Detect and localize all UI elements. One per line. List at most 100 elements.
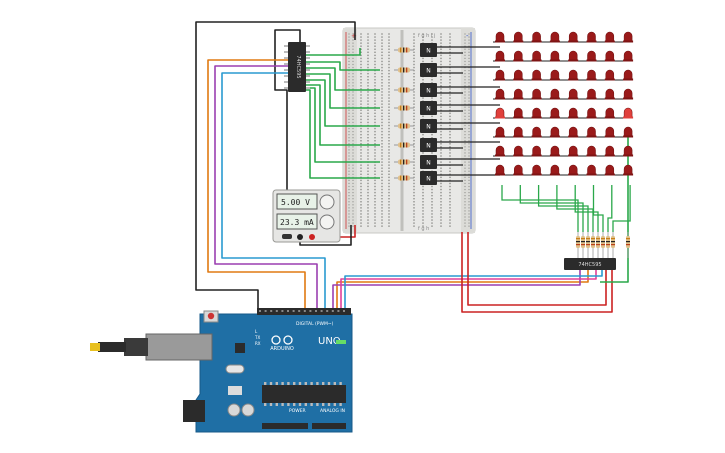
led[interactable] (604, 107, 615, 119)
led[interactable] (604, 69, 615, 81)
transistor[interactable]: N (420, 138, 500, 152)
resistor[interactable] (394, 123, 414, 129)
led[interactable] (513, 126, 524, 138)
led[interactable] (623, 107, 634, 119)
column-resistor[interactable] (626, 232, 630, 258)
transistor[interactable]: N (420, 43, 500, 57)
transistor[interactable]: N (420, 119, 500, 133)
led[interactable] (495, 69, 505, 81)
led[interactable] (568, 69, 579, 81)
led[interactable] (586, 31, 597, 43)
column-resistor[interactable] (581, 232, 585, 258)
led[interactable] (568, 88, 579, 100)
led[interactable] (495, 145, 505, 157)
led[interactable] (513, 50, 524, 62)
transistor[interactable]: N (420, 171, 500, 185)
column-resistor[interactable] (576, 232, 580, 258)
led[interactable] (568, 107, 579, 119)
led[interactable] (549, 164, 560, 176)
led[interactable] (549, 88, 560, 100)
transistor[interactable]: N (420, 101, 500, 115)
led[interactable] (531, 31, 542, 43)
led[interactable] (586, 88, 597, 100)
led[interactable] (586, 164, 597, 176)
led[interactable] (604, 164, 615, 176)
power-switch[interactable] (282, 234, 292, 239)
column-resistor[interactable] (596, 232, 600, 258)
led[interactable] (549, 50, 560, 62)
led[interactable] (586, 126, 597, 138)
led[interactable] (531, 69, 542, 81)
resistor[interactable] (394, 87, 414, 93)
led[interactable] (586, 50, 597, 62)
led[interactable] (495, 31, 505, 43)
led[interactable] (586, 145, 597, 157)
resistor[interactable] (394, 142, 414, 148)
led[interactable] (513, 107, 524, 119)
led[interactable] (568, 31, 579, 43)
led[interactable] (513, 145, 524, 157)
column-resistor[interactable] (606, 232, 610, 258)
column-resistor[interactable] (601, 232, 605, 258)
led[interactable] (495, 50, 505, 62)
led[interactable] (495, 164, 505, 176)
led[interactable] (623, 50, 634, 62)
led[interactable] (623, 126, 634, 138)
resistor[interactable] (394, 159, 414, 165)
led[interactable] (568, 50, 579, 62)
led[interactable] (495, 88, 505, 100)
column-resistor[interactable] (586, 232, 590, 258)
led[interactable] (531, 145, 542, 157)
led[interactable] (568, 164, 579, 176)
column-resistor[interactable] (611, 232, 615, 258)
transistor[interactable]: N (420, 155, 500, 169)
power-jack[interactable] (183, 400, 205, 422)
led[interactable] (623, 145, 634, 157)
led[interactable] (531, 164, 542, 176)
transistor[interactable]: N (420, 63, 500, 77)
led[interactable] (549, 145, 560, 157)
led[interactable] (623, 31, 634, 43)
column-resistor[interactable] (591, 232, 595, 258)
current-knob[interactable] (319, 214, 335, 230)
led[interactable] (513, 69, 524, 81)
led[interactable] (604, 31, 615, 43)
terminal-negative[interactable] (297, 234, 303, 240)
shift-register-bottom[interactable]: 74HC595 (564, 258, 616, 270)
power-supply[interactable]: 5.00 V 23.3 mA (272, 189, 341, 243)
led[interactable] (568, 145, 579, 157)
terminal-positive[interactable] (309, 234, 315, 240)
resistor[interactable] (394, 105, 414, 111)
resistor[interactable] (394, 67, 414, 73)
led[interactable] (513, 164, 524, 176)
led[interactable] (549, 126, 560, 138)
led[interactable] (623, 164, 634, 176)
voltage-knob[interactable] (319, 194, 335, 210)
led[interactable] (549, 31, 560, 43)
led[interactable] (604, 145, 615, 157)
led[interactable] (531, 107, 542, 119)
led[interactable] (531, 88, 542, 100)
shift-register-top[interactable]: 74HC595 (284, 42, 310, 92)
transistor[interactable]: N (420, 83, 500, 97)
led[interactable] (604, 50, 615, 62)
led[interactable] (495, 126, 505, 138)
led[interactable] (568, 126, 579, 138)
led[interactable] (586, 69, 597, 81)
led[interactable] (531, 126, 542, 138)
usb-port[interactable] (145, 333, 213, 361)
led[interactable] (513, 31, 524, 43)
led[interactable] (604, 126, 615, 138)
led[interactable] (604, 88, 615, 100)
arduino-uno[interactable]: DIGITAL (PWM~) ARDUINO UNO ON TX RX L (90, 308, 353, 433)
led[interactable] (586, 107, 597, 119)
led[interactable] (623, 88, 634, 100)
led[interactable] (623, 69, 634, 81)
resistor[interactable] (394, 175, 414, 181)
led[interactable] (549, 69, 560, 81)
led[interactable] (531, 50, 542, 62)
resistor[interactable] (394, 47, 414, 53)
led[interactable] (549, 107, 560, 119)
led[interactable] (495, 107, 505, 119)
led[interactable] (513, 88, 524, 100)
